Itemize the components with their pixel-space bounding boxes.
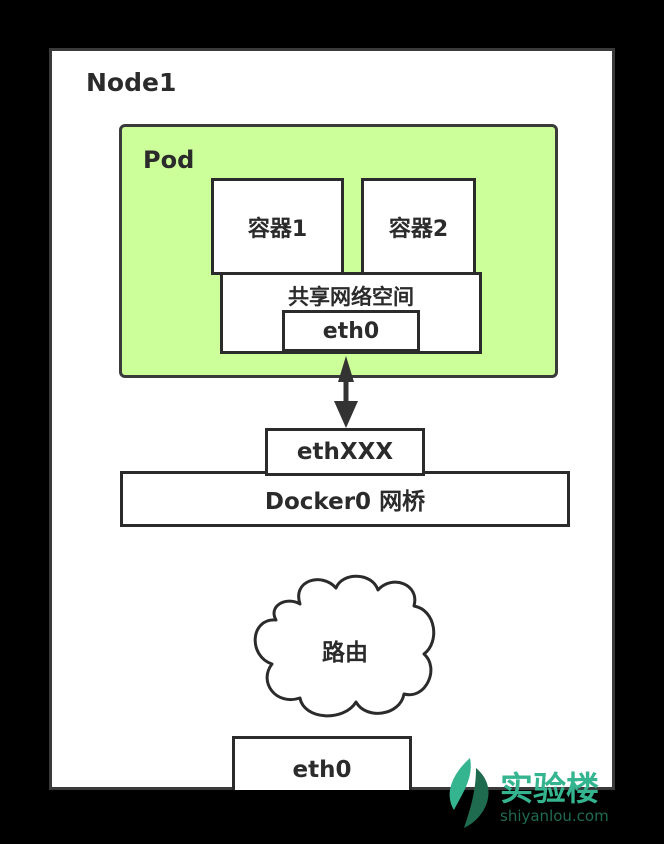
router-cloud-icon bbox=[253, 574, 436, 718]
pod-eth0-label: eth0 bbox=[322, 318, 380, 344]
pod-eth0-box: eth0 bbox=[282, 310, 420, 352]
bidirectional-arrow bbox=[334, 356, 358, 428]
watermark-url-text: shiyanlou.com bbox=[500, 807, 609, 825]
node-label: Node1 bbox=[86, 68, 177, 97]
docker0-bridge-box: Docker0 网桥 bbox=[120, 471, 570, 527]
container-1-box: 容器1 bbox=[211, 178, 344, 275]
veth-ethxxx-box: ethXXX bbox=[265, 428, 425, 476]
veth-ethxxx-label: ethXXX bbox=[296, 439, 394, 465]
node-eth0-label: eth0 bbox=[292, 757, 352, 783]
arrow-head-down bbox=[334, 401, 358, 428]
watermark-brand-text: 实验楼 bbox=[500, 769, 599, 808]
router-label: 路由 bbox=[322, 640, 368, 666]
container-2-label: 容器2 bbox=[388, 216, 449, 242]
container-2-box: 容器2 bbox=[361, 178, 476, 275]
node-eth0-box: eth0 bbox=[232, 736, 412, 790]
shared-network-namespace-label: 共享网络空间 bbox=[288, 285, 414, 309]
pod-label: Pod bbox=[143, 146, 195, 174]
watermark-logo-icon bbox=[449, 758, 489, 828]
arrow-head-up bbox=[338, 356, 354, 382]
container-1-label: 容器1 bbox=[247, 216, 308, 242]
docker0-bridge-label: Docker0 网桥 bbox=[264, 489, 426, 515]
